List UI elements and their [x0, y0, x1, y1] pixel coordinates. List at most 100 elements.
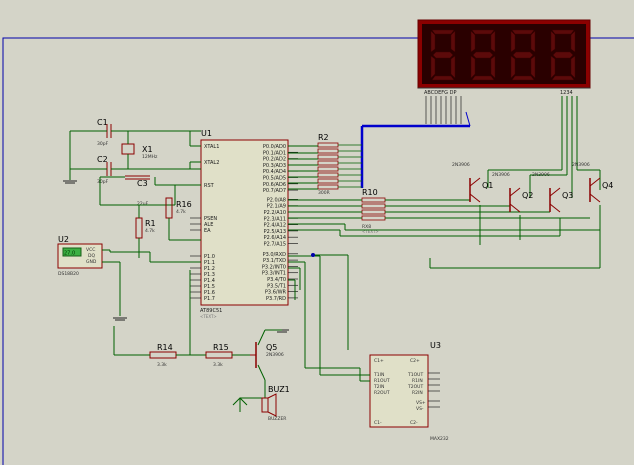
u1-pin-right: P0.5/AD5 [263, 176, 286, 182]
resistor-r15[interactable]: R15 3.3k [205, 343, 233, 368]
u1-pin-right: P0.0/AD0 [263, 144, 286, 150]
r1-ref: R1 [145, 219, 156, 228]
sensor-u2[interactable]: U2 27.0 VCC DQ GND DS18B20 [57, 235, 103, 277]
c3-ref: C3 [137, 179, 148, 188]
display-pin-stubs [425, 96, 462, 124]
u1-pin-left: P1.6 [204, 290, 215, 296]
u2-ref: U2 [58, 235, 69, 244]
r14-value: 3.3k [157, 362, 167, 368]
c1-value: 30pF [97, 141, 109, 147]
u3-pin-c2m: C2- [410, 420, 418, 426]
q1-ref: Q1 [482, 181, 493, 190]
u3-pin-r1out: R1OUT [374, 378, 390, 384]
r14-ref: R14 [157, 343, 173, 352]
u1-pin-right: P2.2/A10 [264, 210, 286, 216]
crystal-circuit[interactable]: C1 30pF C2 30pF X1 12MHz C3 22uF [97, 118, 158, 207]
transistor-q2[interactable]: Q2 2N3906 [492, 172, 533, 213]
resistor-r14[interactable]: R14 3.3k [149, 343, 177, 368]
display-pins-label-left: ABCDEFG DP [424, 90, 456, 96]
display-digit-4 [550, 29, 576, 81]
q1-value: 2N3906 [452, 162, 470, 168]
c3-value: 22uF [137, 201, 149, 207]
u1-right-pins: P0.0/AD0P0.1/AD1P0.2/AD2P0.3/AD3P0.4/AD4… [262, 144, 298, 302]
u1-pin-right: P3.0/RXD [263, 252, 287, 258]
u1-pin-right: P3.5/T1 [267, 283, 286, 289]
c2-ref: C2 [97, 155, 108, 164]
q4-value: 2N3906 [572, 162, 590, 168]
resistor-r16[interactable]: R16 4.7k [165, 197, 192, 219]
seven-segment-display[interactable]: ABCDEFG DP 1234 [417, 19, 591, 124]
u1-pin-left: P1.1 [204, 260, 215, 266]
transistor-q5[interactable]: Q5 2N3906 [250, 342, 284, 368]
display-pins-label-right: 1234 [560, 90, 573, 96]
q2-ref: Q2 [522, 191, 533, 200]
r15-ref: R15 [213, 343, 229, 352]
r10-text: <TEXT> [362, 229, 379, 234]
max232-u3[interactable]: U3 T1IN R1OUT T2IN R2OUT T1OUT R1IN T2OU… [369, 341, 449, 442]
u3-name: MAX232 [430, 436, 449, 442]
r2-element [317, 148, 339, 154]
q3-ref: Q3 [562, 191, 573, 200]
u2-wires [102, 249, 121, 316]
ground-symbols [63, 180, 289, 333]
u1-text: <TEXT> [200, 314, 217, 319]
u3-pin-r2in: R2IN [412, 390, 423, 396]
crystal-wires [69, 130, 201, 206]
u1-pin-left: PSEN [204, 216, 217, 222]
u1-pin-right: P3.1/TXD [263, 258, 286, 264]
u1-pin-right: P2.5/A13 [264, 229, 286, 235]
r10-element [361, 215, 386, 221]
digit-select-wires [487, 96, 601, 198]
buzzer-buz1[interactable]: BUZ1 BUZZER [261, 385, 290, 422]
q5-ref: Q5 [266, 343, 277, 352]
u3-pin-c2p: C2+ [410, 358, 420, 364]
u1-pin-right: P2.4/A12 [264, 223, 286, 229]
u3-pin-t1in: T1IN [373, 372, 384, 378]
r2-element [317, 172, 339, 178]
u3-ref: U3 [430, 341, 441, 350]
u2-pin-vcc: VCC [86, 247, 95, 253]
u1-pin-right: P2.3/A11 [264, 216, 286, 222]
q5-value: 2N3906 [266, 352, 284, 358]
u1-pin-right: P0.3/AD3 [263, 163, 286, 169]
u1-pin-right: P0.1/AD1 [263, 150, 286, 156]
u1-pin-left: P1.3 [204, 272, 215, 278]
u2-pin-gnd: GND [86, 259, 97, 265]
transistor-q1[interactable]: Q1 2N3906 [452, 162, 493, 203]
r2-ref: R2 [318, 133, 329, 142]
r2-element [317, 166, 339, 172]
r10-element [361, 209, 386, 215]
u1-ref: U1 [201, 129, 212, 138]
u1-pin-right: P0.2/AD2 [263, 157, 286, 163]
u1-pin-right: P2.7/A15 [264, 242, 286, 248]
buzzer-wires [113, 270, 282, 412]
u1-pin-right: P0.7/AD7 [263, 188, 286, 194]
u1-pin-right: P3.4/T0 [267, 277, 286, 283]
buz1-name: BUZZER [268, 416, 286, 422]
r10-ref: R10 [362, 188, 378, 197]
u2-pin-dq: DQ [88, 253, 95, 259]
resistor-r10[interactable]: R10 RX8 <TEXT> [361, 188, 386, 234]
resistor-r1[interactable]: R1 4.7k [135, 217, 156, 239]
u1-pin-right: P0.4/AD4 [263, 169, 286, 175]
x1-ref: X1 [142, 145, 153, 154]
u3-pin-c1m: C1- [374, 420, 382, 426]
r16-value: 4.7k [176, 209, 186, 215]
q2-value: 2N3906 [492, 172, 510, 178]
u1-pin-left: P1.5 [204, 284, 215, 290]
u1-pin-right: P3.7/RD [266, 296, 286, 302]
u1-name: AT89C51 [200, 308, 222, 314]
r15-value: 3.3k [213, 362, 223, 368]
u3-pin-t2out: T2OUT [407, 384, 423, 390]
mcu-u1[interactable]: U1 AT89C51 <TEXT> XTAL1XTAL2RSTPSENALEEA… [190, 129, 298, 319]
u1-pin-left: EA [204, 228, 211, 234]
u1-pin-left: ALE [204, 222, 213, 228]
resistor-r2[interactable]: R2 300R [317, 133, 362, 196]
r10-value: RX8 [362, 224, 371, 230]
r10-element [361, 197, 386, 203]
u1-pin-right: P2.0/A8 [267, 197, 286, 203]
c1-ref: C1 [97, 118, 108, 127]
u3-pin-c1p: C1+ [374, 358, 384, 364]
